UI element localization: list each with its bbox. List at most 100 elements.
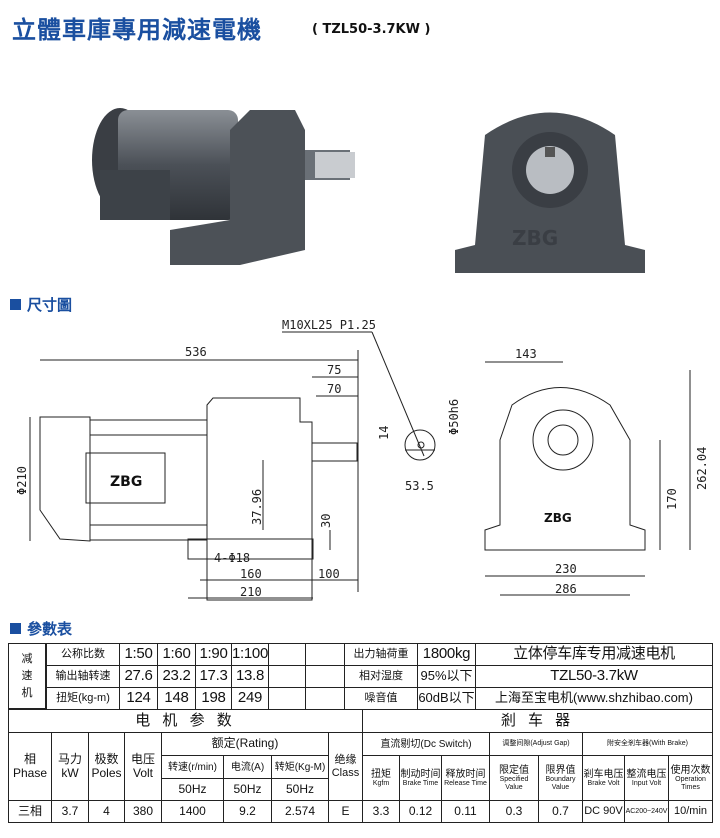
dim-230: 230 <box>555 562 577 576</box>
cell: 124 <box>119 687 158 710</box>
data-speed: 1400 <box>161 800 224 823</box>
reducer-label: 减速机 <box>8 643 46 709</box>
dim-262: 262.04 <box>695 447 709 490</box>
prop-label: 出力轴荷重 <box>344 643 418 666</box>
cell: 27.6 <box>119 665 158 688</box>
thread-callout: M10XL25 P1.25 <box>282 318 376 332</box>
section-params-label: 參數表 <box>27 620 73 638</box>
logo-front: ZBG <box>544 511 572 525</box>
dim-210: 210 <box>240 585 262 599</box>
dim-holes: 4-Φ18 <box>214 551 250 565</box>
cell: 1:50 <box>119 643 158 666</box>
prop-value: 1800kg <box>417 643 476 666</box>
dimension-drawing: 536 75 70 Φ210 37.96 30 4-Φ18 160 210 10… <box>15 318 709 610</box>
dim-dia210: Φ210 <box>15 466 29 495</box>
cell: 23.2 <box>157 665 196 688</box>
motor-side-photo <box>92 108 355 265</box>
square-bullet-icon <box>10 299 21 310</box>
cell: 13.8 <box>231 665 269 688</box>
cell-empty <box>268 643 306 666</box>
prop-value: 60dB以下 <box>417 687 476 710</box>
cell: 1:60 <box>157 643 196 666</box>
hz-current: 50Hz <box>223 778 272 801</box>
dim-100: 100 <box>318 567 340 581</box>
header-with-brake: 附安全剎车器(With Brake) <box>582 732 713 756</box>
data-brake-volt: DC 90V <box>582 800 625 823</box>
cell: 17.3 <box>195 665 232 688</box>
dim-143: 143 <box>515 347 537 361</box>
cell: 198 <box>195 687 232 710</box>
section-dimensions-label: 尺寸圖 <box>27 296 73 314</box>
dim-dia50: Φ50h6 <box>447 399 461 435</box>
cell-empty <box>268 687 306 710</box>
cell-empty <box>305 643 345 666</box>
header-torque: 转矩(Kg-M) <box>271 755 329 779</box>
prop-value: 95%以下 <box>417 665 476 688</box>
prop-label: 相对湿度 <box>344 665 418 688</box>
data-volt: 380 <box>124 800 162 823</box>
cell-empty <box>268 665 306 688</box>
header-rating: 额定(Rating) <box>161 732 329 756</box>
motor-params-title: 电 机 参 数 <box>8 709 363 733</box>
data-times: 10/min <box>668 800 713 823</box>
cell: 148 <box>157 687 196 710</box>
cell-empty <box>305 687 345 710</box>
brake-title: 剎 车 器 <box>362 709 713 733</box>
square-bullet-icon <box>10 623 21 634</box>
data-phase: 三相 <box>8 800 52 823</box>
row-label: 扭矩(kg-m) <box>46 687 120 710</box>
dim-70: 70 <box>327 382 341 396</box>
page-title: 立體車庫專用減速電機 <box>12 16 262 44</box>
dim-14: 14 <box>377 426 391 440</box>
data-poles: 4 <box>88 800 125 823</box>
data-brake-time: 0.12 <box>399 800 442 823</box>
manufacturer: 上海至宝电机(www.shzhibao.com) <box>475 687 713 710</box>
data-current: 9.2 <box>223 800 272 823</box>
data-boundary: 0.7 <box>538 800 583 823</box>
data-power: 3.7 <box>51 800 89 823</box>
header-speed: 转速(r/min) <box>161 755 224 779</box>
data-torque: 2.574 <box>271 800 329 823</box>
cell: 1:100 <box>231 643 269 666</box>
model-number: ( TZL50-3.7KW ) <box>312 22 431 37</box>
section-params: 參數表 <box>10 618 72 639</box>
motor-front-photo: ZBG <box>455 112 645 273</box>
dim-75: 75 <box>327 363 341 377</box>
data-brake-torque: 3.3 <box>362 800 400 823</box>
data-input-volt: AC200~240V <box>624 800 669 823</box>
dim-37-96: 37.96 <box>250 489 264 525</box>
dim-170: 170 <box>665 488 679 510</box>
product-name: 立体停车库专用减速电机 <box>475 643 713 666</box>
row-label: 公称比数 <box>46 643 120 666</box>
header-current: 电流(A) <box>223 755 272 779</box>
cell: 1:90 <box>195 643 232 666</box>
header-dc-switch: 直流剔切(Dc Switch) <box>362 732 490 756</box>
header-adjust-gap: 调整间隙(Adjust Gap) <box>489 732 583 756</box>
data-specified: 0.3 <box>489 800 539 823</box>
dim-30: 30 <box>319 514 333 528</box>
section-dimensions: 尺寸圖 <box>10 294 72 315</box>
dim-536: 536 <box>185 345 207 359</box>
data-class: E <box>328 800 363 823</box>
hz-speed: 50Hz <box>161 778 224 801</box>
model-cell: TZL50-3.7kW <box>475 665 713 688</box>
dim-53-5: 53.5 <box>405 479 434 493</box>
cell-empty <box>305 665 345 688</box>
data-release-time: 0.11 <box>441 800 490 823</box>
dim-160: 160 <box>240 567 262 581</box>
cell: 249 <box>231 687 269 710</box>
logo: ZBG <box>110 474 142 490</box>
